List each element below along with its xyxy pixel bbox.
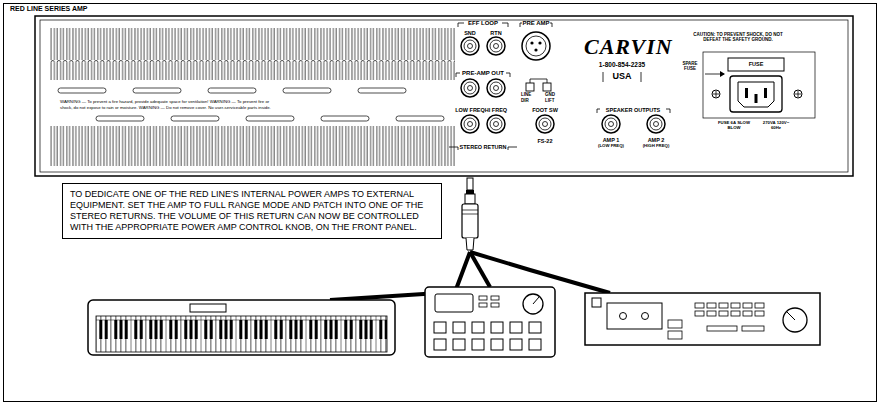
fuse-label: SPARE FUSE [677, 62, 703, 72]
switch-label: LINE [521, 93, 531, 98]
warning-text: shock, do not expose to rain or moisture… [60, 106, 271, 111]
jack-label: (LOW FREQ) [598, 144, 624, 149]
jack-label: AMP 2 [648, 137, 665, 143]
jack-label: (HIGH FREQ) [643, 144, 670, 149]
jack-group-label: EFF LOOP [468, 20, 498, 27]
switch-label: DIR [521, 99, 529, 104]
fuse-label: FUSE [749, 61, 764, 67]
jack-label: RTN [490, 30, 501, 36]
jack-group-label: STEREO RETURN [459, 144, 506, 150]
brand-logo: CARVIN [584, 36, 673, 58]
jack-label: PRE AMP [522, 20, 549, 27]
country-label: USA [612, 72, 631, 82]
phone-number: 1-800-854-2235 [599, 61, 645, 68]
power-rating: 270VA 120V~ 60Hz [758, 121, 794, 130]
jack-label: FOOT SW [532, 107, 558, 113]
switch-label: GND [545, 93, 555, 98]
jack-label: SND [464, 30, 476, 36]
warning-text: WARNING — To prevent a fire hazard, prov… [60, 100, 269, 105]
jack-label: LOW FREQ [455, 107, 485, 113]
switch-label: LIFT [545, 99, 555, 104]
fuse-rating: FUSE 6A SLOW BLOW [717, 121, 751, 130]
note-box: TO DEDICATE ONE OF THE RED LINE'S INTERN… [62, 183, 442, 239]
model-label: FS-22 [538, 138, 553, 144]
jack-label: HI FREQ [485, 107, 507, 113]
note-text: TO DEDICATE ONE OF THE RED LINE'S INTERN… [70, 189, 434, 233]
diagram-frame: RED LINE SERIES AMP TO DEDICATE ONE OF TH… [3, 3, 877, 402]
jack-group-label: SPEAKER OUTPUTS [606, 107, 660, 113]
diagram-title: RED LINE SERIES AMP [10, 5, 88, 12]
jack-group-label: PRE-AMP OUT [462, 70, 504, 77]
caution-text: CAUTION: TO PREVENT SHOCK, DO NOT DEFEAT… [688, 33, 788, 43]
jack-label: AMP 1 [603, 137, 620, 143]
